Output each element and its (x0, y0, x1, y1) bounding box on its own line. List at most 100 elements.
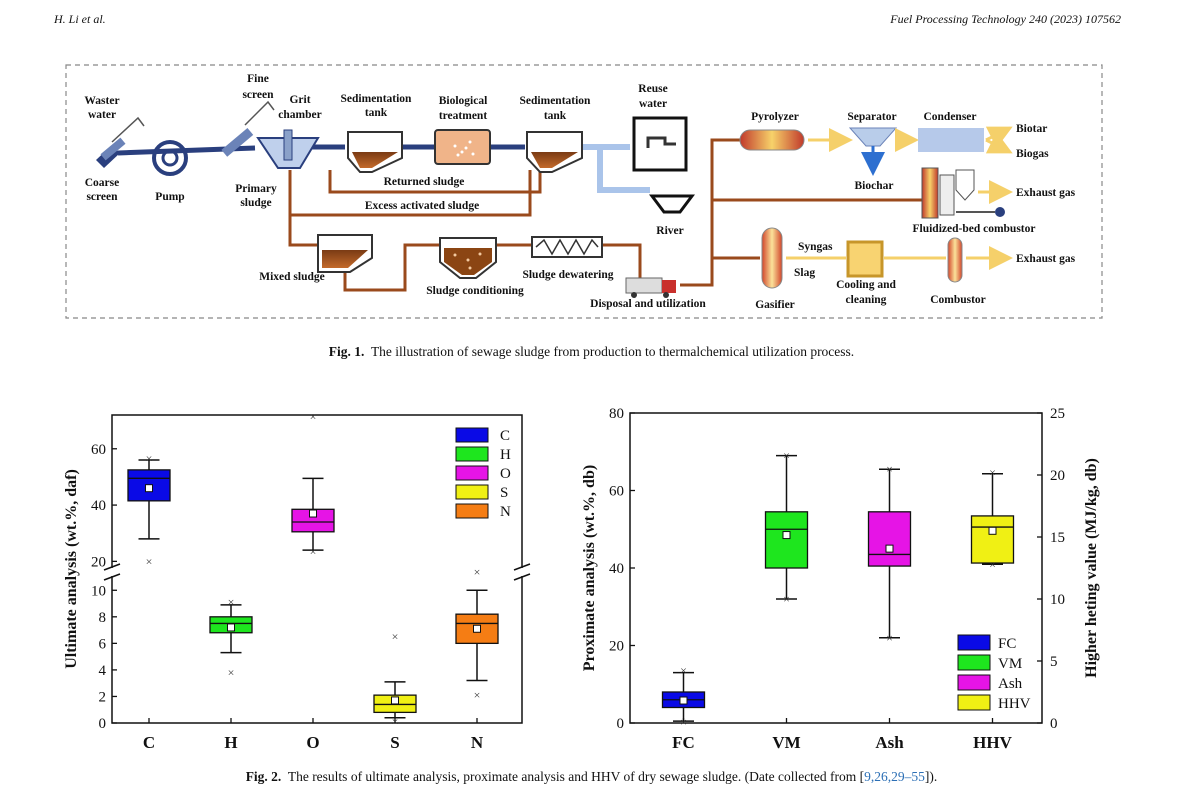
label-sedimentation-tank-1-2: tank (365, 107, 388, 119)
biological-treatment-icon (434, 129, 491, 165)
y-tick-label-6: 6 (99, 636, 107, 652)
header-authors: H. Li et al. (54, 12, 106, 26)
label-slag: Slag (794, 267, 815, 279)
fig1-caption: Fig. 1. The illustration of sewage sludg… (0, 344, 1183, 360)
mean-marker-S (391, 696, 399, 705)
y-tick-label-10: 10 (91, 583, 106, 599)
outlier-O-0: × (310, 545, 317, 559)
outlier-HHV-0: × (989, 466, 996, 480)
label-grit-chamber-2: chamber (278, 109, 321, 121)
label-coarse-screen-2: screen (86, 191, 118, 203)
outlier-VM-1: × (783, 592, 790, 606)
gasifier-icon (761, 227, 783, 289)
y-axis-label: Ultimate analysis (wt.%, daf) (63, 469, 80, 669)
outlier-HHV-1: × (989, 557, 996, 571)
mean-marker-N (473, 624, 481, 633)
fig2-caption-end: ]). (924, 769, 938, 784)
reuse-water-tap-icon (632, 116, 688, 172)
legend-swatch-O (455, 465, 489, 481)
label-fluidized-bed-combustor: Fluidized-bed combustor (913, 223, 1036, 235)
sedimentation-tank-1-icon (347, 131, 403, 173)
y-tick-label-0: 0 (617, 716, 625, 732)
label-waster-water-2: water (88, 109, 116, 121)
y2-tick-label-20: 20 (1050, 468, 1065, 484)
label-condenser: Condenser (923, 111, 976, 123)
box-O (291, 508, 335, 533)
sludge-dewatering-screw-icon (531, 236, 603, 258)
mean-marker-FC (679, 696, 688, 705)
y-tick-label-0: 0 (99, 716, 107, 732)
label-mixed-sludge: Mixed sludge (259, 271, 325, 283)
legend-label-C: C (500, 428, 510, 444)
label-coarse-screen: Coarse (85, 177, 120, 189)
outlier-VM-0: × (783, 449, 790, 463)
outlier-C-1: × (146, 452, 153, 466)
legend-swatch-FC (957, 634, 991, 651)
legend-label-N: N (500, 504, 511, 520)
legend-swatch-N (455, 503, 489, 519)
box-HHV (970, 515, 1015, 564)
outlier-C-0: × (146, 554, 153, 568)
outlier-Ash-1: × (886, 631, 893, 645)
y-tick-label-40: 40 (91, 498, 106, 514)
label-combustor: Combustor (930, 294, 986, 306)
mixed-sludge-tank-icon (317, 234, 373, 273)
y2-tick-label-5: 5 (1050, 654, 1058, 670)
fig2-caption-label: Fig. 2. (245, 769, 282, 784)
outlier-S-1: × (392, 715, 399, 729)
y2-tick-label-25: 25 (1050, 406, 1065, 422)
label-separator: Separator (847, 111, 896, 123)
legend-label-S: S (500, 485, 508, 501)
outlier-N-1: × (474, 688, 481, 702)
x-tick-label-Ash: Ash (875, 733, 904, 752)
label-biotar: Biotar (1016, 123, 1047, 135)
outlier-FC-0: × (680, 664, 687, 678)
label-fine-screen-2: screen (242, 89, 274, 101)
legend-swatch-H (455, 446, 489, 462)
fig1-caption-label: Fig. 1. (328, 344, 365, 359)
y-tick-label-2: 2 (99, 689, 107, 705)
label-gasifier: Gasifier (755, 299, 795, 311)
label-disposal-utilization: Disposal and utilization (590, 298, 706, 310)
legend-swatch-S (455, 484, 489, 500)
label-cooling-cleaning-2: cleaning (846, 294, 887, 306)
y-tick-label-60: 60 (91, 442, 106, 458)
grit-chamber-icon (256, 129, 320, 169)
outlier-Ash-0: × (886, 462, 893, 476)
box-Ash (867, 511, 912, 567)
separator-icon (848, 127, 898, 176)
outlier-H-0: × (228, 666, 235, 680)
legend-swatch-C (455, 427, 489, 443)
legend-label-FC: FC (998, 636, 1016, 652)
y-axis-label: Proximate analysis (wt.%, db) (581, 465, 598, 671)
legend-swatch-VM (957, 654, 991, 671)
label-cooling-cleaning: Cooling and (836, 279, 896, 291)
y-tick-label-8: 8 (99, 610, 107, 626)
label-sedimentation-tank-1: Sedimentation (341, 93, 413, 105)
axis-break-mark-left-2 (103, 573, 121, 581)
axis-break-mark-right-2 (513, 573, 531, 581)
label-primary-sludge: Primary (235, 183, 277, 195)
label-pyrolyzer: Pyrolyzer (751, 111, 799, 123)
mean-marker-VM (782, 531, 791, 540)
fine-screen-icon (221, 100, 275, 157)
axis-break-mark-right-1 (513, 563, 531, 571)
mean-marker-Ash (885, 544, 894, 553)
x-tick-label-FC: FC (672, 733, 695, 752)
y-tick-label-4: 4 (99, 663, 107, 679)
label-grit-chamber: Grit (289, 94, 310, 106)
label-returned-sludge: Returned sludge (384, 176, 465, 188)
fig2-caption-refs: 9,26,29–55 (864, 769, 925, 784)
combustor-icon (947, 237, 963, 283)
legend-label-HHV: HHV (998, 696, 1031, 712)
y-tick-label-80: 80 (609, 406, 624, 422)
cooling-cleaning-icon (846, 240, 884, 278)
label-waster-water: Waster (84, 95, 119, 107)
pyrolyzer-icon (739, 129, 805, 151)
label-fine-screen: Fine (247, 73, 269, 85)
y-tick-label-20: 20 (91, 554, 106, 570)
label-sludge-dewatering: Sludge dewatering (522, 269, 613, 281)
coarse-screen-icon (96, 116, 145, 168)
